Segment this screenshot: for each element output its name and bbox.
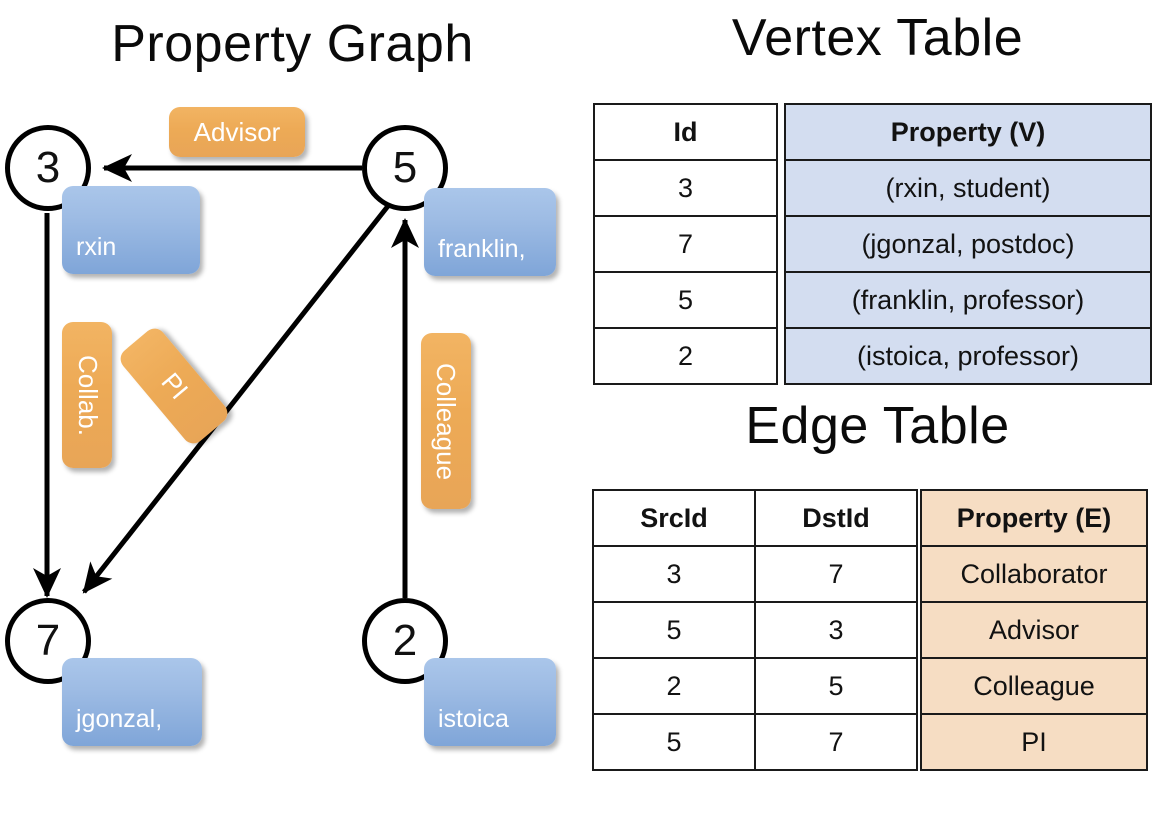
graph-edges-svg bbox=[32, 153, 420, 599]
edge-table-header-dstid: DstId bbox=[754, 489, 918, 547]
table-row: Colleague bbox=[920, 657, 1148, 715]
edge-row-0-dst: 7 bbox=[754, 545, 918, 603]
table-header-row: SrcId DstId bbox=[592, 489, 918, 547]
vertex-row-2-property: (franklin, professor) bbox=[784, 271, 1152, 329]
edge-5-to-7-pi bbox=[82, 204, 390, 594]
edge-label-collab: Collab. bbox=[62, 322, 112, 468]
graph-node-5-property-line2: prof. bbox=[438, 303, 489, 332]
edge-row-2-property: Colleague bbox=[920, 657, 1148, 715]
table-row: 5 3 bbox=[592, 601, 918, 659]
edge-row-0-src: 3 bbox=[592, 545, 756, 603]
table-row: (franklin, professor) bbox=[784, 271, 1152, 329]
page-title-property-graph: Property Graph bbox=[111, 15, 474, 73]
edge-table-header-property: Property (E) bbox=[920, 489, 1148, 547]
edge-table-header-srcid: SrcId bbox=[592, 489, 756, 547]
edge-row-1-dst: 3 bbox=[754, 601, 918, 659]
vertex-table-header-property: Property (V) bbox=[784, 103, 1152, 161]
vertex-row-3-id: 2 bbox=[593, 327, 778, 385]
vertex-row-1-property: (jgonzal, postdoc) bbox=[784, 215, 1152, 273]
edge-row-3-dst: 7 bbox=[754, 713, 918, 771]
table-row: 5 bbox=[593, 271, 778, 329]
table-header-row: Id bbox=[593, 103, 778, 161]
edge-row-3-property: PI bbox=[920, 713, 1148, 771]
table-row: (rxin, student) bbox=[784, 159, 1152, 217]
graph-node-5-property-line1: franklin, bbox=[438, 234, 526, 263]
page-title-vertex-table: Vertex Table bbox=[731, 9, 1024, 67]
vertex-row-1-id: 7 bbox=[593, 215, 778, 273]
table-row: 2 bbox=[593, 327, 778, 385]
table-row: 3 7 bbox=[592, 545, 918, 603]
vertex-row-2-id: 5 bbox=[593, 271, 778, 329]
vertex-row-3-property: (istoica, professor) bbox=[784, 327, 1152, 385]
edge-label-advisor: Advisor bbox=[169, 107, 305, 157]
table-header-row: Property (E) bbox=[920, 489, 1148, 547]
edge-row-2-dst: 5 bbox=[754, 657, 918, 715]
vertex-table-id-column: Id 3 7 5 2 bbox=[593, 103, 778, 385]
edge-row-0-property: Collaborator bbox=[920, 545, 1148, 603]
table-row: PI bbox=[920, 713, 1148, 771]
edge-label-pi-text: PI bbox=[154, 366, 194, 405]
table-row: (jgonzal, postdoc) bbox=[784, 215, 1152, 273]
table-row: 3 bbox=[593, 159, 778, 217]
edge-table-src-dst-columns: SrcId DstId 3 7 5 3 2 5 5 7 bbox=[592, 489, 918, 771]
edge-row-3-src: 5 bbox=[592, 713, 756, 771]
graph-node-2-property-chip: istoica prof. bbox=[424, 658, 556, 802]
graph-node-7-property-line2: pst.doc. bbox=[76, 773, 164, 802]
table-row: 2 5 bbox=[592, 657, 918, 715]
edge-label-colleague-text: Colleague bbox=[431, 362, 462, 480]
graph-node-7-property-line1: jgonzal, bbox=[76, 704, 163, 733]
edge-row-1-property: Advisor bbox=[920, 601, 1148, 659]
edge-row-1-src: 5 bbox=[592, 601, 756, 659]
edge-table-property-column: Property (E) Collaborator Advisor Collea… bbox=[920, 489, 1148, 771]
table-header-row: Property (V) bbox=[784, 103, 1152, 161]
edge-row-2-src: 2 bbox=[592, 657, 756, 715]
graph-node-3-property-line1: rxin bbox=[76, 232, 117, 261]
graph-node-3-property-chip: rxin stu. bbox=[62, 186, 200, 330]
vertex-row-0-property: (rxin, student) bbox=[784, 159, 1152, 217]
vertex-table-property-column: Property (V) (rxin, student) (jgonzal, p… bbox=[784, 103, 1152, 385]
edge-label-advisor-text: Advisor bbox=[193, 116, 281, 147]
graph-node-2-property-line2: prof. bbox=[438, 773, 489, 802]
graph-node-5-property-chip: franklin, prof. bbox=[424, 188, 556, 332]
table-row: 5 7 bbox=[592, 713, 918, 771]
table-row: Advisor bbox=[920, 601, 1148, 659]
table-row: (istoica, professor) bbox=[784, 327, 1152, 385]
property-graph-diagram: 3 rxin stu. 5 franklin, prof. 7 jgonzal,… bbox=[0, 0, 585, 802]
page-title-edge-table: Edge Table bbox=[745, 397, 1010, 455]
table-row: 7 bbox=[593, 215, 778, 273]
table-row: Collaborator bbox=[920, 545, 1148, 603]
vertex-row-0-id: 3 bbox=[593, 159, 778, 217]
edge-label-colleague: Colleague bbox=[421, 333, 471, 509]
vertex-table-header-id: Id bbox=[593, 103, 778, 161]
graph-node-7-property-chip: jgonzal, pst.doc. bbox=[62, 658, 202, 802]
graph-node-2-property-line1: istoica bbox=[438, 704, 509, 733]
edge-label-collab-text: Collab. bbox=[72, 354, 103, 436]
